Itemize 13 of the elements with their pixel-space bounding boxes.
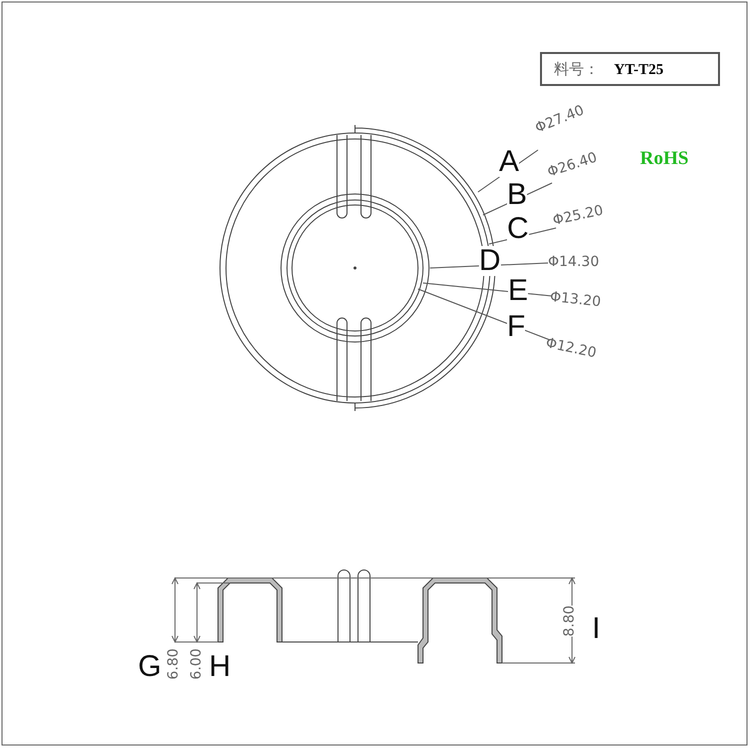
compliance-label: RoHS [640,149,689,168]
dimension-value: Φ25.20 [552,204,604,228]
dimension-value: Φ12.20 [544,336,598,360]
dimension-value: Φ13.20 [549,290,602,310]
callout-letter: D [479,246,501,276]
dimension-value: Φ14.30 [548,255,600,269]
callout-letter: A [499,147,520,177]
dimension-value: 6.80 [166,648,181,680]
part-number-text: 料号： YT-T25 [554,60,664,78]
part-number-box [540,52,720,86]
dimension-value: 6.00 [190,648,204,680]
dimension-value: Φ26.40 [546,150,599,180]
dimension-value: 8.80 [562,605,577,637]
